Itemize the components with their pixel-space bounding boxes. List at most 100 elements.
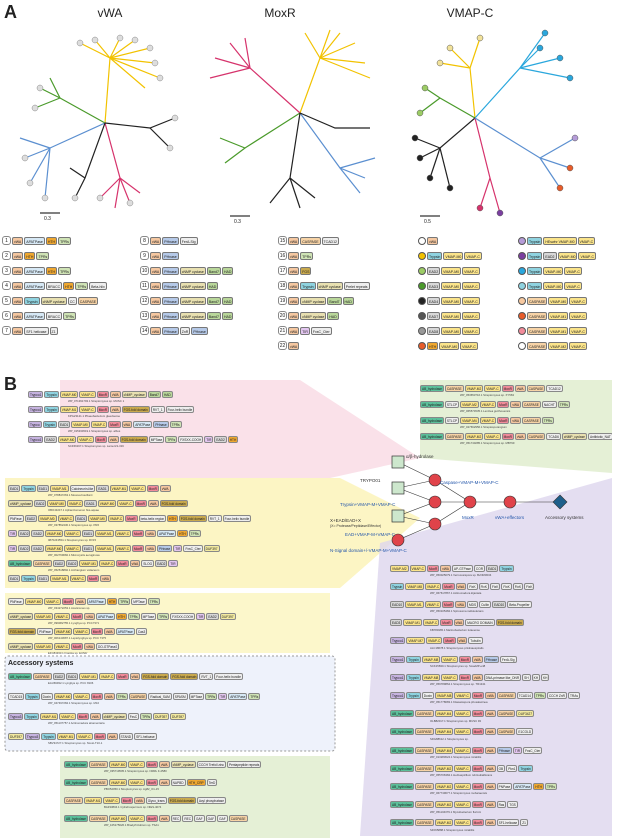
operon-accession: SCF69167.1 Streptomyces sp. LamerLS-316 (68, 444, 124, 448)
gene-domain: VMAP-M1 (39, 712, 59, 720)
gene-domain: VMAP-M1 (83, 796, 103, 804)
domain-box: PHnase (162, 251, 179, 260)
gene-domain: vWA (121, 420, 133, 428)
gene-domain: vWA (484, 801, 496, 809)
clade-marker (518, 341, 526, 350)
architecture-number: 7 (2, 326, 11, 335)
gene-domain: EAD1 (57, 420, 71, 428)
gene-domain: EAD1 (36, 574, 49, 582)
gene-domain: Trypsin (518, 764, 533, 772)
domain-box: HTH (427, 341, 439, 350)
domain-box: EAD2 (427, 266, 441, 275)
gene-domain: AB_hydrolase (390, 819, 414, 827)
domain-box: EAD8 (427, 326, 441, 335)
vwa-tree-nodes (21, 34, 179, 207)
gene-domain: VMAP-M0 (34, 642, 53, 650)
gene-domain: MoxR (497, 416, 510, 424)
gene-domain: VMAP-M0 (24, 597, 44, 605)
gene-domain: CASPASE (64, 796, 83, 804)
gene-domain: VMAP-M0 (44, 529, 64, 537)
gene-domain: VMAP-C (484, 432, 501, 440)
operon-accession: SBV34727.1 Streptomyces sp. Ncost-T10-1 (48, 741, 103, 745)
gene-domain: VMAP-C (454, 764, 471, 772)
gene-domain: vWA (129, 559, 141, 567)
gene-domain: DUF397 (153, 712, 170, 720)
clade-marker (418, 296, 426, 305)
gene-domain: MoxR (501, 432, 514, 440)
domain-box: CASPASE (527, 311, 548, 320)
domain-box: VMAP-M1 (548, 326, 569, 335)
gene-domain: VMAP-C (73, 627, 90, 635)
gene-domain: EAD3 (390, 619, 403, 627)
domain-box: HAD (206, 281, 219, 290)
gene-domain: EAD2 (31, 544, 44, 552)
graph-label-ead-vmap: EAD+VMAP-M+VMAP-C (345, 532, 396, 537)
domain-box: APATPase (24, 236, 45, 245)
vmap-architecture-row: vWA (418, 236, 439, 245)
gene-domain: VMAP-C (107, 514, 125, 522)
gene-domain: MoxR (132, 529, 145, 537)
gene-domain: vWA (484, 728, 496, 736)
domain-box: vWA (12, 326, 24, 335)
domain-box: EAD3 (427, 281, 441, 290)
gene-domain: FixK (489, 582, 501, 590)
gene-domain: AB_hydrolase (64, 778, 88, 786)
gene-domain: VMAP-M0 (71, 420, 90, 428)
gene-domain: FixK (501, 582, 512, 590)
domain-box: PHnase (191, 326, 208, 335)
gene-domain: APATPase (115, 627, 135, 635)
panel-label-b: B (4, 374, 17, 394)
gene-domain: TPRs (147, 597, 160, 605)
gene-domain: FixK (478, 582, 489, 590)
gene-domain: DUF3427 (516, 710, 535, 718)
clade-marker (418, 236, 426, 245)
gene-domain: GAF (194, 814, 205, 822)
gene-domain: Radical_SAM (148, 692, 172, 700)
domain-box: VMAP-M0 (543, 281, 564, 290)
gene-domain: FGS-fold domain (178, 514, 207, 522)
gene-domain: vWA (455, 600, 466, 608)
gene-domain: TPRs (157, 612, 170, 620)
gene-domain: MACRO DOMAIN (465, 619, 495, 627)
gene-domain: VMAP-C (479, 400, 497, 408)
gene-domain: TerD (206, 778, 218, 786)
gene-domain: VMAP-C (454, 782, 471, 790)
domain-box: vWA (288, 341, 300, 350)
domain-box: vWA (288, 266, 300, 275)
gene-domain: DUF397 (8, 732, 24, 740)
gene-domain: EAD1 (96, 484, 109, 492)
domain-box: TCAD12 (321, 236, 339, 245)
gene-domain: VMAP-M1 (79, 559, 98, 567)
gene-domain: TPRs (248, 692, 261, 700)
gene-domain: vWA (110, 390, 121, 398)
gene-domain: FGS-fold domain (121, 405, 150, 413)
domain-box: PHnase (162, 296, 179, 305)
gene-domain: Trypsin (21, 484, 36, 492)
domain-box: vWA (150, 236, 162, 245)
clade-marker (518, 326, 526, 335)
accessory-systems-title: Accessory systems (8, 660, 74, 667)
gene-domain: HTH_CRP (186, 778, 206, 786)
gene-domain: VMAP-M4 (434, 728, 454, 736)
gene-domain: CCCH Trefoil zinc (196, 760, 226, 768)
clade-marker (518, 281, 526, 290)
operon-accession: WP_051740285.1 Streptomyces sp. MB799 (460, 441, 515, 445)
tree-title-vwa: vWA (97, 6, 123, 20)
gene-domain: OB (496, 764, 506, 772)
gene-domain: APATPase (86, 597, 106, 605)
domain-box: VMAP-M0 (441, 281, 462, 290)
gene-domain: CASPASE (228, 814, 248, 822)
domain-box: VMAP-M0 (441, 311, 462, 320)
gene-domain: MoxR (76, 712, 90, 720)
